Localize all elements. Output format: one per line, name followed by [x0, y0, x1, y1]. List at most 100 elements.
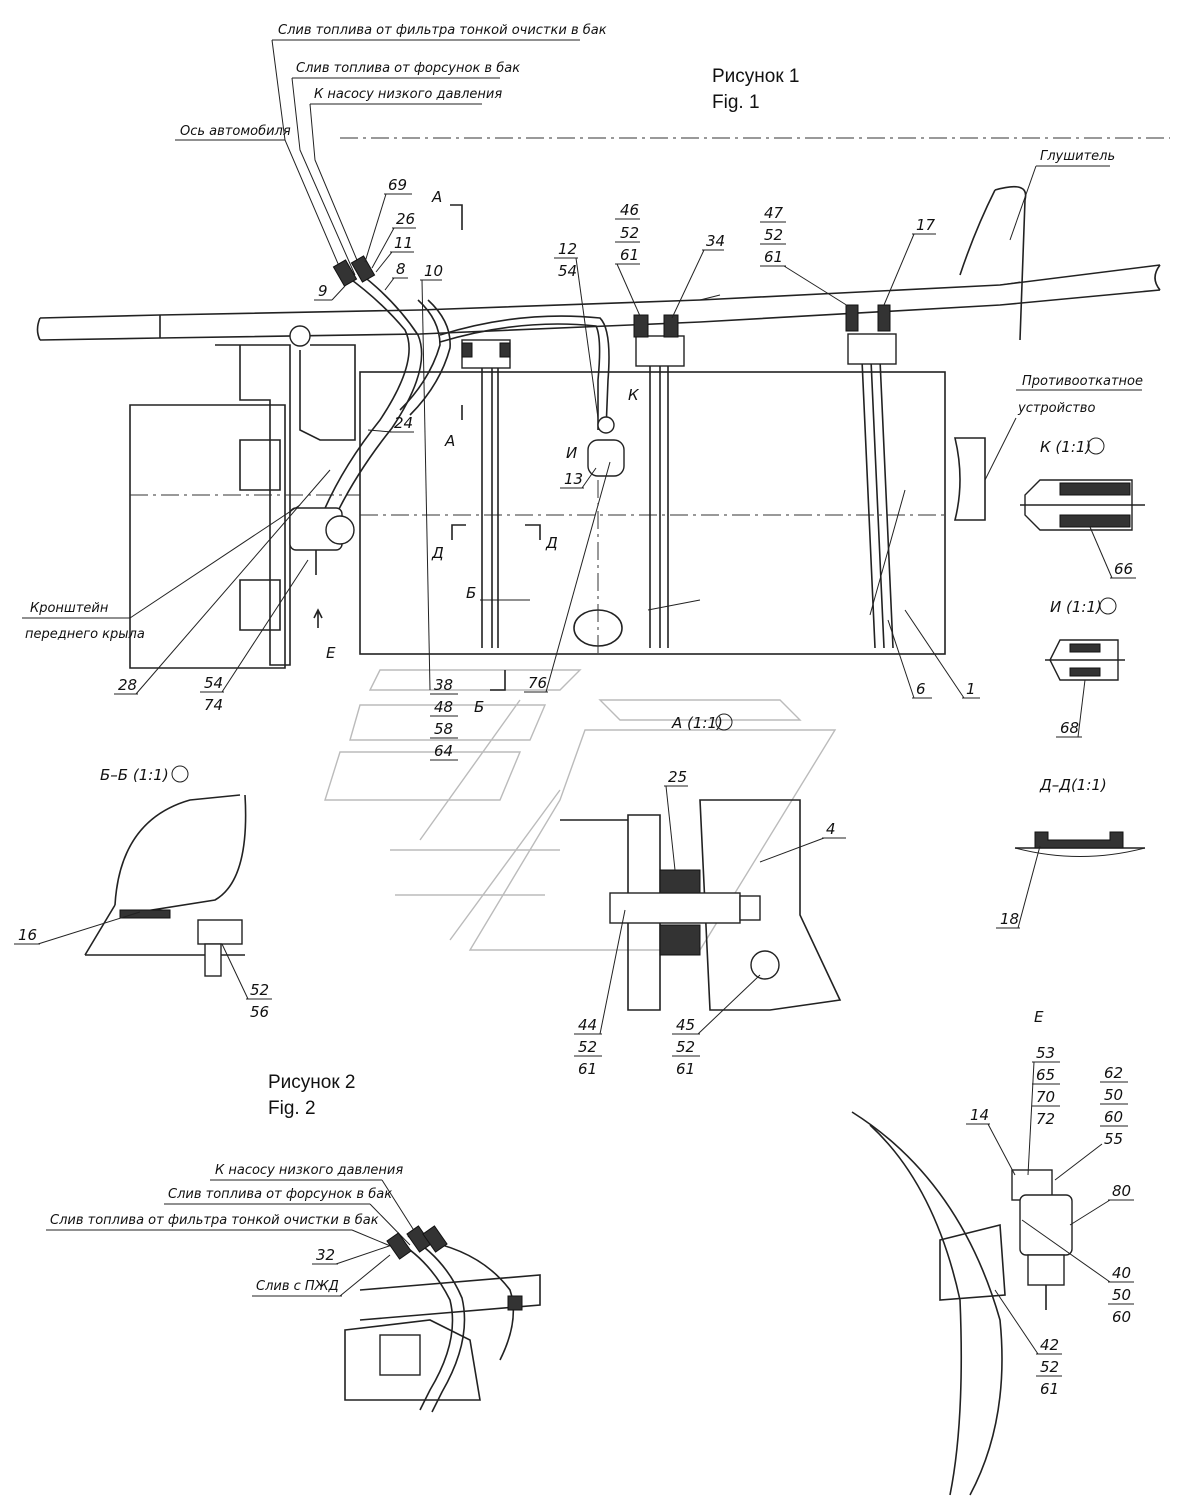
callout-56: 56	[250, 1003, 269, 1021]
section-mark-e: Е	[326, 644, 336, 662]
section-mark-d-left: Д	[431, 544, 444, 562]
callout-14: 14	[970, 1106, 989, 1124]
callout-9: 9	[318, 282, 328, 300]
callout-80: 80	[1112, 1182, 1131, 1200]
callout-52f: 52	[1040, 1358, 1059, 1376]
tank-straps	[480, 359, 906, 649]
section-marks: А А Д Д Б Б Е К И	[313, 188, 640, 716]
callout-40: 40	[1112, 1264, 1131, 1282]
callout-48: 48	[434, 698, 453, 716]
label-anti-roll-2: устройство	[1017, 401, 1095, 416]
callout-44: 44	[578, 1016, 597, 1034]
label-fender-bracket-1: Кронштейн	[30, 601, 109, 616]
callout-58: 58	[434, 720, 453, 738]
label-drain-injectors: Слив топлива от форсунок в бак	[296, 61, 520, 76]
callout-72: 72	[1036, 1110, 1055, 1128]
section-mark-a-mid: А	[444, 432, 455, 450]
callout-69: 69	[388, 176, 407, 194]
label-to-lp-pump: К насосу низкого давления	[314, 87, 502, 102]
fuel-tank	[359, 371, 946, 655]
section-mark-a-top: А	[431, 188, 442, 206]
frame-rail	[36, 185, 1161, 341]
callout-8: 8	[396, 260, 406, 278]
callout-70: 70	[1036, 1088, 1055, 1106]
figure2-title-ru: Рисунок 2	[268, 1072, 356, 1093]
label-muffler: Глушитель	[1040, 149, 1115, 164]
callout-62: 62	[1104, 1064, 1123, 1082]
callout-52a: 52	[620, 224, 639, 242]
callout-61c: 61	[578, 1060, 597, 1078]
figure2-detail: К насосу низкого давления Слив топлива о…	[46, 1163, 541, 1413]
callout-32: 32	[316, 1246, 335, 1264]
callout-50a: 50	[1104, 1086, 1123, 1104]
callout-52e: 52	[250, 981, 269, 999]
callout-54b: 54	[204, 674, 223, 692]
callout-28: 28	[118, 676, 137, 694]
fig2-label-drain-pzhd: Слив с ПЖД	[256, 1279, 339, 1294]
callout-10: 10	[424, 262, 443, 280]
view-dd: Д–Д(1:1) 18	[996, 776, 1146, 929]
callout-13: 13	[564, 470, 583, 488]
callout-1: 1	[966, 680, 976, 698]
callout-26: 26	[396, 210, 415, 228]
view-k: К (1:1) 66	[1020, 437, 1145, 579]
figure2-title-en: Fig. 2	[268, 1098, 316, 1119]
callout-45: 45	[676, 1016, 695, 1034]
callout-61b: 61	[764, 248, 783, 266]
view-mark-i: И	[566, 444, 577, 462]
callout-55: 55	[1104, 1130, 1123, 1148]
callout-6: 6	[916, 680, 926, 698]
view-i: И (1:1) 68	[1045, 597, 1125, 738]
label-vehicle-axis: Ось автомобиля	[180, 124, 291, 139]
view-mark-k: К	[628, 386, 640, 404]
callout-52c: 52	[578, 1038, 597, 1056]
front-fuel-lines	[289, 255, 451, 575]
callout-74: 74	[204, 696, 223, 714]
figure1-title-en: Fig. 1	[712, 92, 760, 113]
callout-64: 64	[434, 742, 453, 760]
view-dd-title: Д–Д(1:1)	[1039, 776, 1107, 794]
callout-68: 68	[1060, 719, 1079, 737]
fig2-label-drain-injectors: Слив топлива от форсунок в бак	[168, 1187, 392, 1202]
figure1-title-ru: Рисунок 1	[712, 66, 800, 87]
callout-47: 47	[764, 204, 784, 222]
section-mark-b-lower: Б	[474, 698, 484, 716]
callout-52b: 52	[764, 226, 783, 244]
callout-46: 46	[620, 201, 639, 219]
view-a-title: А (1:1)	[671, 714, 723, 732]
callout-4: 4	[826, 820, 836, 838]
callout-60a: 60	[1104, 1108, 1123, 1126]
view-e-title: Е	[1034, 1008, 1044, 1026]
callout-34: 34	[706, 232, 725, 250]
fig2-label-drain-fine-filter: Слив топлива от фильтра тонкой очистки в…	[50, 1213, 379, 1228]
section-mark-b-upper: Б	[466, 584, 476, 602]
callout-11: 11	[394, 234, 413, 252]
strap-brackets	[461, 304, 897, 369]
callout-76: 76	[528, 674, 547, 692]
callout-61d: 61	[676, 1060, 695, 1078]
view-a: А (1:1) 25 4 44 52 61 45 52 61	[560, 713, 846, 1078]
label-drain-fine-filter: Слив топлива от фильтра тонкой очистки в…	[278, 23, 607, 38]
callout-18: 18	[1000, 910, 1019, 928]
callout-53: 53	[1036, 1044, 1055, 1062]
view-e: Е 53 65 70 72 62 50 60 55 14 80 40 50 60	[851, 1008, 1134, 1496]
callout-24: 24	[394, 414, 413, 432]
pump-unit-80	[1019, 1194, 1073, 1256]
callout-50b: 50	[1112, 1286, 1131, 1304]
section-mark-d-right: Д	[545, 534, 558, 552]
view-bb-title: Б–Б (1:1)	[100, 766, 169, 784]
view-i-title: И (1:1)	[1050, 598, 1102, 616]
callout-54a: 54	[558, 262, 577, 280]
watermark-logo	[324, 669, 837, 951]
view-k-title: К (1:1)	[1040, 438, 1091, 456]
callout-42: 42	[1040, 1336, 1059, 1354]
callout-65: 65	[1036, 1066, 1055, 1084]
callout-66: 66	[1114, 560, 1133, 578]
label-anti-roll-1: Противооткатное	[1022, 374, 1143, 389]
callout-17: 17	[916, 216, 936, 234]
view-bb: Б–Б (1:1) 16 52 56	[14, 765, 272, 1021]
callout-60b: 60	[1112, 1308, 1131, 1326]
callout-25: 25	[668, 768, 687, 786]
callout-12: 12	[558, 240, 577, 258]
